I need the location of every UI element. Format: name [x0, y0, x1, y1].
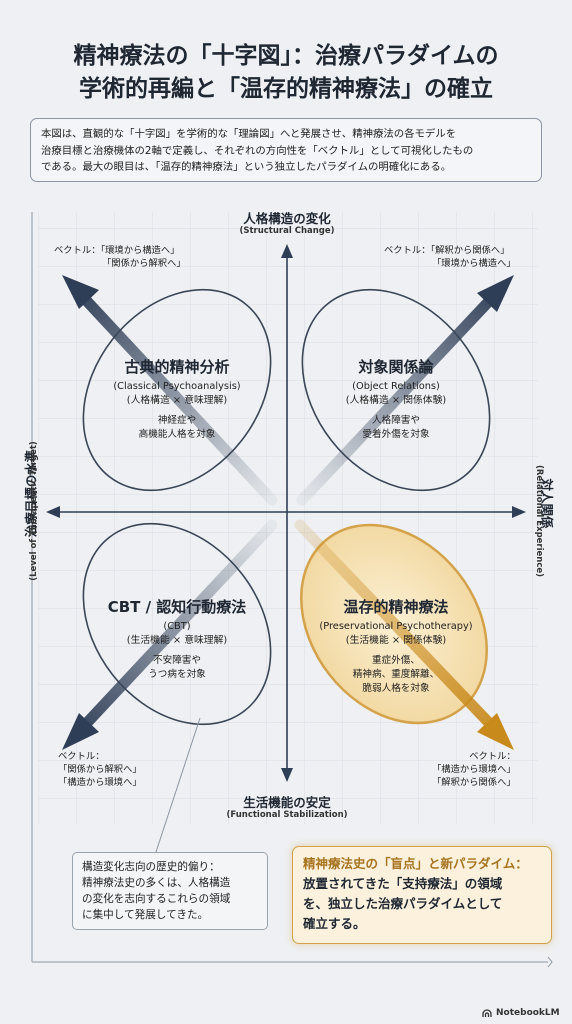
vector-label-top-right: ベクトル：「解釈から関係へ」 「環境から構造へ」: [384, 245, 516, 269]
vector-label-bottom-left: ベクトル： 「関係から解釈へ」 「構造から環境へ」: [58, 751, 142, 788]
quadrant-object-axes: (人格構造 × 関係体験): [345, 394, 447, 406]
brand-label: NotebookLM: [496, 1008, 560, 1018]
quadrant-preservational-target: 脆弱人格を対象: [362, 683, 430, 694]
quadrant-cbt-axes: (生活機能 × 意味理解): [126, 634, 228, 646]
quadrant-cbt: CBT / 認知行動療法 (CBT) (生活機能 × 意味理解) 不安障害や う…: [92, 596, 262, 682]
ellipse-object-relations: [301, 288, 491, 492]
quadrant-object-title: 対象関係論: [358, 358, 434, 376]
ellipse-classical: [82, 288, 272, 492]
page-title-line-1: 精神療法の「十字図」：治療パラダイムの: [73, 43, 499, 69]
quadrant-preservational-en: (Preservational Psychotherapy): [319, 621, 473, 632]
quadrant-object-target: 人格障害や: [372, 415, 420, 426]
quadrant-cbt-title: CBT / 認知行動療法: [107, 598, 247, 616]
grid-background: [38, 212, 538, 824]
callout-pointer: [155, 717, 201, 853]
quadrant-cbt-en: (CBT): [163, 621, 191, 632]
callout-right-line: 放置されてきた「支持療法」の領域: [303, 876, 503, 891]
vector-label-top-left: ベクトル：「環境から構造へ」 「関係から解釈へ」: [54, 245, 186, 269]
quadrant-cbt-target: うつ病を対象: [148, 669, 206, 680]
quadrant-preservational-target: 精神病、重度解離、: [352, 669, 440, 680]
axis-top-sub: (Structural Change): [239, 226, 335, 236]
intro-box: 本図は、直観的な「十字図」を学術的な「理論図」へと発展させ、精神療法の各モデルを…: [30, 118, 542, 182]
callout-new-paradigm: 精神療法史の「盲点」と新パラダイム： 放置されてきた「支持療法」の領域 を、独立…: [292, 846, 552, 944]
quadrant-preservational-axes: (生活機能 × 関係体験): [345, 634, 447, 646]
quadrant-cbt-target: 不安障害や: [153, 655, 201, 666]
axis-left-sub: (Level of Therapeutic Target): [29, 441, 39, 581]
vector-arrow-bottom-right: [294, 519, 514, 750]
vector-label-bottom-right: ベクトル： 「構造から環境へ」 「解釈から関係へ」: [432, 751, 516, 788]
quadrant-object-en: (Object Relations): [352, 381, 440, 392]
axis-arrow-top: [281, 244, 293, 258]
callout-right-heading: 精神療法史の「盲点」と新パラダイム：: [303, 856, 528, 871]
ellipse-cbt: [82, 522, 272, 726]
brand-logo-icon: [482, 1009, 492, 1017]
callout-right-line: 確立する。: [303, 916, 366, 931]
axis-arrow-bottom: [281, 768, 293, 782]
quadrant-classical-target: 高機能人格を対象: [138, 429, 216, 440]
vector-arrow-bottom-left: [62, 519, 278, 750]
axis-arrow-left: [46, 506, 60, 518]
callout-right-line: を、独立した治療パラダイムとして: [303, 896, 503, 911]
axis-arrow-right: [512, 506, 526, 518]
quadrant-classical-target: 神経症や: [157, 415, 197, 426]
intro-line: 本図は、直観的な「十字図」を学術的な「理論図」へと発展させ、精神療法の各モデルを: [41, 128, 457, 140]
callout-left-line: に集中して発展してきた。: [82, 909, 209, 921]
quadrant-classical-title: 古典的精神分析: [124, 358, 230, 376]
callout-historical-bias: 構造変化志向の歴史的偏り： 精神療法史の多くは、人格構造 の変化を志向するこれら…: [72, 852, 268, 930]
quadrant-object-relations: 対象関係論 (Object Relations) (人格構造 × 関係体験) 人…: [316, 356, 476, 442]
callout-left-line: 構造変化志向の歴史的偏り：: [82, 861, 220, 873]
callout-left-line: 精神療法史の多くは、人格構造: [82, 877, 231, 889]
vector-arrow-top-right: [296, 275, 514, 506]
quadrant-classical-en: (Classical Psychoanalysis): [113, 381, 241, 392]
quadrant-preservational-title: 温存的精神療法: [343, 598, 449, 616]
quadrant-preservational-target: 重症外傷、: [372, 655, 420, 666]
callout-left-line: の変化を志向するこれらの領域: [82, 893, 231, 905]
vector-arrow-top-left: [62, 275, 278, 506]
page-title-line-2: 学術的再編と「温存的精神療法」の確立: [79, 76, 493, 102]
axis-bottom-label: 生活機能の安定: [243, 795, 331, 810]
quadrant-object-target: 愛着外傷を対象: [362, 429, 430, 440]
axis-right-sub: (Relational Experience): [534, 464, 544, 578]
axis-bottom-sub: (Functional Stabilization): [226, 810, 348, 820]
intro-line: 治療目標と治療機体の2軸で定義し、それぞれの方向性を「ベクトル」として可視化した…: [41, 144, 474, 157]
intro-line: である。最大の眼目は、「温存的精神療法」という独立したパラダイムの明確化にある。: [41, 161, 452, 174]
quadrant-classical-axes: (人格構造 × 意味理解): [126, 394, 228, 406]
quadrant-preservational: 温存的精神療法 (Preservational Psychotherapy) (…: [306, 596, 486, 696]
quadrant-classical: 古典的精神分析 (Classical Psychoanalysis) (人格構造…: [97, 356, 257, 442]
frame-arrowhead: [547, 956, 553, 968]
axis-top-label: 人格構造の変化: [243, 211, 331, 226]
